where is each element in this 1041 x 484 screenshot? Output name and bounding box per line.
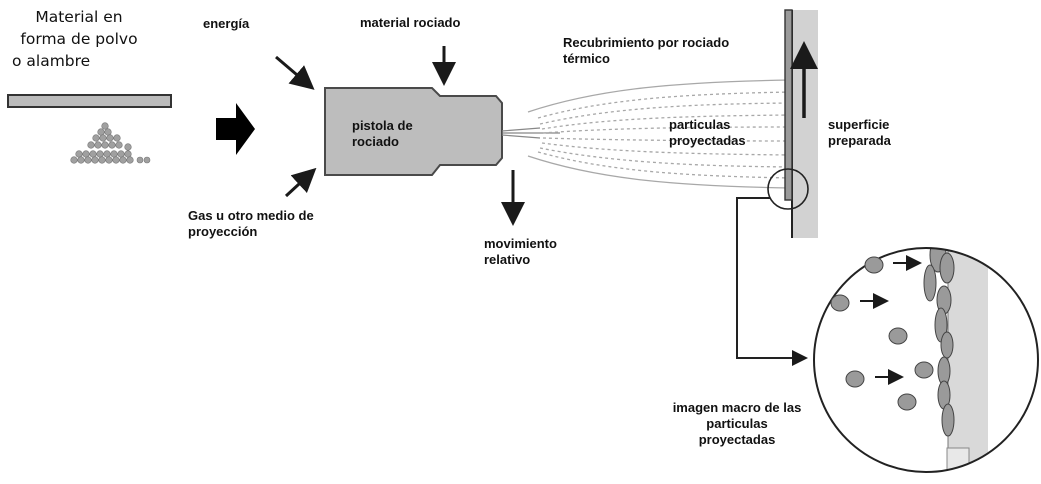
macro-arrows	[860, 255, 922, 385]
powder-pile	[70, 122, 151, 164]
wire-rod	[7, 94, 172, 108]
gas-arrow-icon	[284, 167, 317, 198]
superficie-label: superficie preparada	[828, 117, 891, 148]
spray-gun	[324, 87, 503, 176]
macro-particles	[830, 256, 934, 411]
feed-arrow-icon	[216, 103, 255, 155]
macro-view	[813, 247, 1039, 473]
energia-arrow-icon	[275, 55, 315, 90]
substrate	[792, 10, 818, 238]
gas-label: Gas u otro medio de proyección	[188, 208, 314, 239]
coating-layer	[784, 9, 793, 201]
energia-label: energía	[203, 16, 250, 31]
macro-connector-line	[736, 197, 808, 366]
material-rociado-label: material rociado	[360, 15, 461, 30]
macro-label: imagen macro de las particulas proyectad…	[672, 400, 802, 447]
recubrimiento-label: Recubrimiento por rociado térmico	[563, 35, 730, 66]
magnifier-circle	[767, 168, 809, 210]
particulas-label: particulas proyectadas	[669, 117, 746, 148]
movimiento-label: movimiento relativo	[484, 236, 557, 267]
spray-plume	[527, 79, 791, 189]
pistola-label: pistola de rociado	[352, 118, 413, 149]
material-label: Material en forma de polvo o alambre	[12, 8, 138, 70]
